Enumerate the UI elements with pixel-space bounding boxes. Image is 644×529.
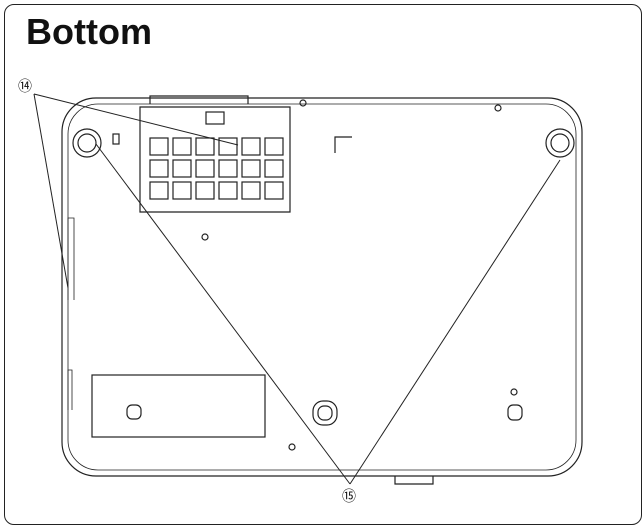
projector-body-inner-outline — [67, 103, 577, 471]
top-ridge — [149, 95, 249, 104]
projector-body-outline — [61, 97, 583, 477]
leader-lines-14 — [33, 93, 239, 289]
top-screw-a — [299, 99, 307, 107]
front-foot-left — [72, 128, 102, 158]
lamp-cover — [91, 374, 266, 438]
vent-grid — [149, 137, 284, 200]
filter-cover — [139, 106, 291, 213]
hole-a — [201, 233, 209, 241]
hole-b — [288, 443, 296, 451]
rear-foot-right — [507, 404, 523, 421]
hole-c — [510, 388, 518, 396]
front-foot-right — [545, 128, 575, 158]
top-screw-b — [494, 104, 502, 112]
figure-frame — [4, 4, 642, 525]
callout-14: ⑭ — [18, 79, 32, 95]
corner-mark — [334, 136, 352, 153]
page-title: Bottom — [26, 11, 152, 52]
filter-latch — [205, 111, 225, 125]
side-vent-lower — [67, 369, 73, 410]
side-vent — [67, 217, 75, 300]
leader-lines-15 — [95, 143, 561, 485]
lock-mark — [112, 133, 120, 145]
bottom-tab — [394, 476, 434, 485]
rear-foot-center — [312, 400, 338, 426]
callout-15: ⑮ — [342, 489, 356, 505]
